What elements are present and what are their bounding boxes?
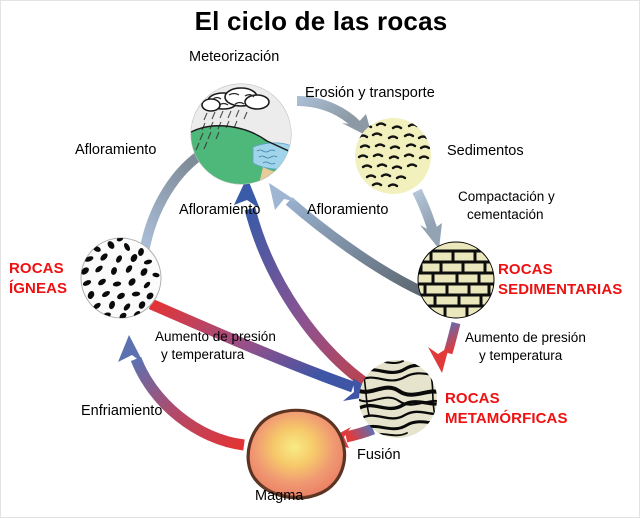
label-igneous-line1: ROCAS [9, 260, 64, 277]
arrow-pressure-temp-right [428, 321, 461, 373]
label-pt-right-line1: Aumento de presión [465, 330, 586, 345]
label-pt-left-line1: Aumento de presión [155, 329, 276, 344]
label-magma: Magma [255, 488, 304, 504]
weathering-icon [190, 83, 292, 185]
label-compaction-line2: cementación [467, 207, 544, 222]
page-title: El ciclo de las rocas [194, 6, 448, 36]
igneous-rock-icon [80, 237, 162, 319]
sedimentary-rock-icon [417, 241, 495, 319]
label-erosion-transport: Erosión y transporte [305, 85, 435, 101]
magma-icon [246, 408, 347, 500]
sediments-icon [355, 118, 431, 194]
arrow-cooling [118, 335, 245, 451]
label-metamorphic-line2: METAMÓRFICAS [445, 410, 568, 427]
arrow-uplift-metamorphic [234, 177, 375, 392]
label-cooling: Enfriamiento [81, 403, 163, 419]
label-metamorphic-line1: ROCAS [445, 390, 500, 407]
arrow-uplift-sedimentary [269, 183, 428, 298]
label-igneous-line2: ÍGNEAS [9, 280, 68, 297]
label-weathering: Meteorización [189, 49, 280, 65]
label-pt-left-line2: y temperatura [161, 347, 245, 362]
label-sediments: Sedimentos [447, 143, 524, 159]
label-uplift-sedimentary: Afloramiento [307, 202, 389, 218]
label-uplift-metamorphic: Afloramiento [179, 202, 261, 218]
arrow-compaction-cementation [412, 188, 442, 249]
arrow-erosion-transport [296, 96, 373, 139]
label-sedimentary-line1: ROCAS [498, 261, 553, 278]
label-fusion: Fusión [357, 447, 401, 463]
label-sedimentary-line2: SEDIMENTARIAS [498, 281, 623, 298]
label-compaction-line1: Compactación y [458, 189, 555, 204]
label-uplift-igneous: Afloramiento [75, 142, 157, 158]
label-pt-right-line2: y temperatura [479, 348, 563, 363]
